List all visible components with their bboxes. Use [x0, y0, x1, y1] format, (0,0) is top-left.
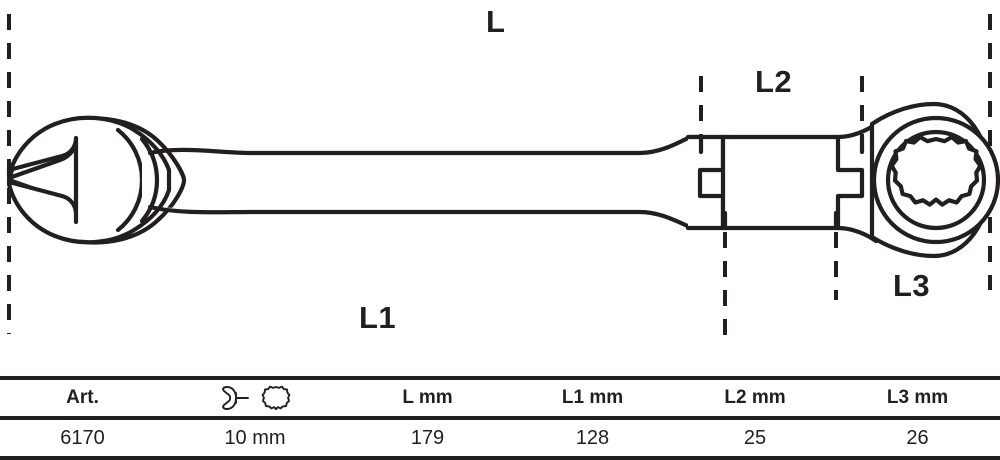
- table-row: 6170 10 mm 179 128 25 26: [0, 420, 1000, 456]
- wrench-technical-drawing: L L2 L3 L1: [6, 4, 1000, 340]
- flex-joint-center-link: [720, 134, 865, 231]
- table-header-row: Art. L mm L1 mm L2 mm L3 mm: [0, 380, 1000, 416]
- dimension-label-l: L: [486, 4, 506, 39]
- wrench-shaft: [147, 134, 703, 230]
- cell-l1: 128: [575, 426, 610, 449]
- dimension-label-l2: L2: [755, 64, 793, 99]
- twelve-point-ring-icon: [261, 385, 290, 411]
- table-rule-top: [0, 376, 1000, 380]
- wrench-drawing-svg: [6, 14, 1000, 340]
- cell-l3: 26: [906, 426, 929, 449]
- header-l3: L3 mm: [886, 387, 949, 408]
- specification-table: Art. L mm L1 mm L2 mm L3 mm: [0, 376, 1000, 460]
- rule-line: [0, 416, 1000, 420]
- cell-l: 179: [410, 426, 445, 449]
- open-end-wrench-icon: [221, 386, 249, 410]
- dimension-label-l3: L3: [893, 268, 931, 303]
- header-l: L mm: [402, 387, 453, 408]
- header-l1: L1 mm: [561, 387, 624, 408]
- rule-line: [0, 376, 1000, 380]
- shaft-top-edge: [147, 134, 703, 156]
- flex-joint-left-fork: [685, 134, 726, 231]
- flex-joint: [685, 121, 879, 244]
- shaft-bottom-edge: [147, 204, 703, 230]
- table-rule-mid: [0, 416, 1000, 420]
- cell-l2: 25: [743, 426, 767, 449]
- header-size-icon: [165, 380, 345, 416]
- rule-line: [0, 456, 1000, 460]
- table-rule-bottom: [0, 456, 1000, 460]
- ring-head-twelve-point-profile: [889, 135, 983, 207]
- cell-art: 6170: [60, 426, 105, 449]
- open-end-collar: [115, 127, 160, 233]
- ring-ratchet-head: [869, 101, 1000, 259]
- cell-size: 10 mm: [224, 426, 286, 449]
- collar-arc-right: [139, 136, 160, 224]
- header-l2: L2 mm: [724, 387, 786, 408]
- header-art: Art.: [66, 387, 99, 408]
- dimension-label-l1: L1: [359, 300, 397, 335]
